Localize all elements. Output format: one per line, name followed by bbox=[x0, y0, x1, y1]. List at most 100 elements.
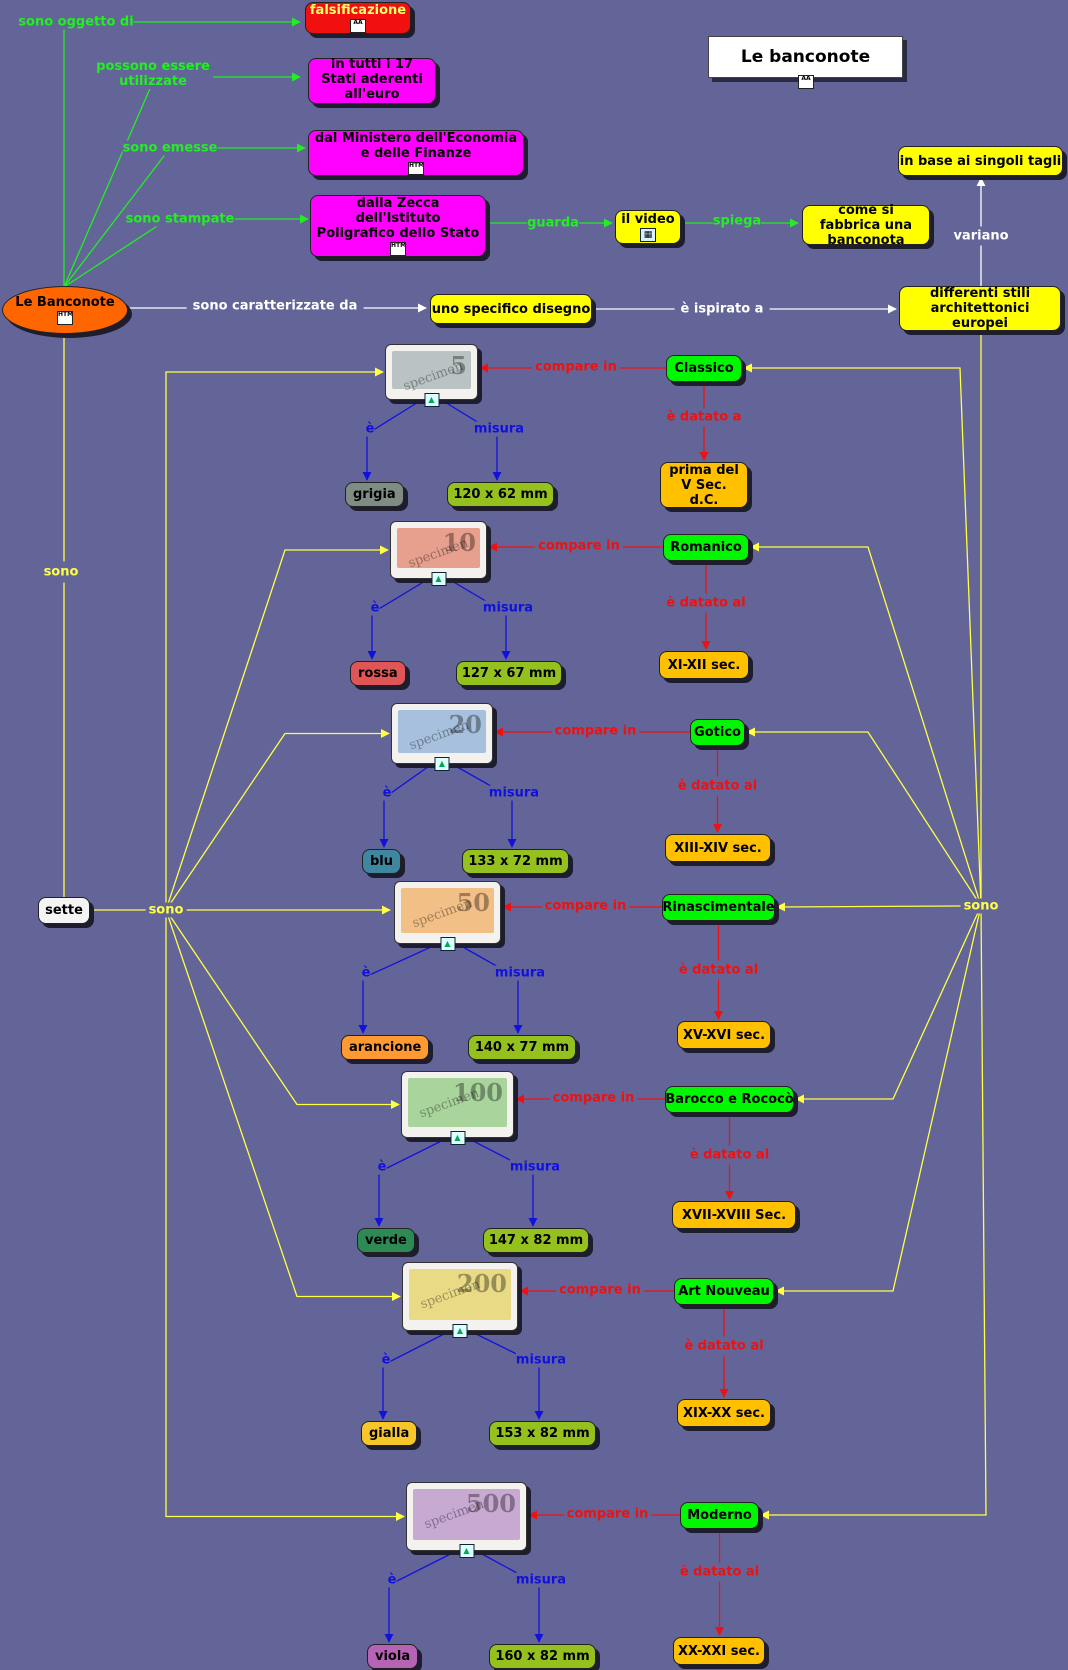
period-node-4[interactable]: XVII-XVIII Sec. bbox=[672, 1201, 796, 1229]
image-icon[interactable] bbox=[424, 393, 439, 407]
size-node-5[interactable]: 153 x 82 mm bbox=[489, 1421, 596, 1446]
zecca-node[interactable]: dalla Zecca dell'Istituto Poligrafico de… bbox=[310, 195, 486, 257]
sono-right-arrow bbox=[775, 905, 982, 1296]
link-label-emesse: sono emesse bbox=[122, 140, 218, 156]
main-concept-node[interactable]: Le Banconote HTML bbox=[2, 286, 128, 334]
link-label-e: è bbox=[377, 1159, 387, 1175]
stati-node[interactable]: in tutti i 17 Stati aderenti all'euro HT… bbox=[308, 57, 436, 105]
stili-node[interactable]: differenti stili architettonici europei bbox=[899, 286, 1061, 331]
style-node-0[interactable]: Classico bbox=[666, 355, 742, 382]
size-node-3[interactable]: 140 x 77 mm bbox=[468, 1035, 576, 1060]
period-label: prima del V Sec. d.C. bbox=[669, 462, 739, 508]
size-node-2[interactable]: 133 x 72 mm bbox=[462, 849, 569, 874]
tagli-node[interactable]: in base ai singoli tagli bbox=[898, 146, 1063, 176]
link-label-misura: misura bbox=[494, 965, 546, 981]
video-node[interactable]: il video bbox=[615, 210, 681, 244]
colour-arrow bbox=[384, 1550, 457, 1643]
banknote-value: 10 bbox=[442, 528, 476, 557]
image-icon[interactable] bbox=[431, 572, 446, 586]
link-label-variano: variano bbox=[949, 226, 1013, 246]
style-node-1[interactable]: Romanico bbox=[663, 534, 749, 561]
size-arrow bbox=[476, 1550, 544, 1643]
style-node-5[interactable]: Art Nouveau bbox=[674, 1278, 774, 1305]
style-node-6[interactable]: Moderno bbox=[680, 1502, 759, 1529]
size-node-1[interactable]: 127 x 67 mm bbox=[456, 661, 562, 686]
fabbrica-node[interactable]: come si fabbrica una banconota bbox=[802, 203, 930, 248]
size-node-4[interactable]: 147 x 82 mm bbox=[483, 1228, 589, 1253]
sette-node[interactable]: sette bbox=[38, 897, 90, 924]
link-label-e: è bbox=[370, 600, 380, 616]
html-icon[interactable]: HTML bbox=[364, 103, 380, 105]
size-label: 133 x 72 mm bbox=[468, 854, 563, 869]
ministero-node[interactable]: dal Ministero dell'Economia e delle Fina… bbox=[308, 130, 524, 176]
disegno-node[interactable]: uno specifico disegno bbox=[430, 294, 592, 324]
size-arrow bbox=[457, 943, 523, 1034]
style-label: Classico bbox=[674, 361, 734, 376]
link-label-compare: compare in bbox=[556, 1282, 644, 1298]
link-label-dated: è datato al bbox=[675, 776, 760, 796]
html-icon[interactable]: HTML bbox=[408, 162, 424, 175]
link-label-e: è bbox=[361, 965, 371, 981]
link-label-e: è bbox=[382, 785, 392, 801]
size-label: 120 x 62 mm bbox=[453, 487, 548, 502]
period-node-6[interactable]: XX-XXI sec. bbox=[673, 1637, 765, 1665]
sound-icon[interactable]: AA bbox=[350, 19, 366, 33]
colour-node-5[interactable]: gialla bbox=[361, 1421, 418, 1446]
image-icon[interactable] bbox=[459, 1544, 474, 1558]
link-label-dated: è datato al bbox=[682, 1336, 766, 1356]
period-node-2[interactable]: XIII-XIV sec. bbox=[665, 834, 771, 862]
link-label-misura: misura bbox=[515, 1352, 567, 1368]
banknote-print bbox=[409, 1269, 511, 1320]
banknote-value: 5 bbox=[450, 351, 467, 380]
link-label-spiega: spiega bbox=[712, 213, 762, 229]
link-label-utilizzate: possono essere utilizzate bbox=[93, 59, 213, 89]
period-node-1[interactable]: XI-XII sec. bbox=[659, 651, 749, 679]
link-label-compare: compare in bbox=[535, 538, 623, 554]
colour-node-4[interactable]: verde bbox=[357, 1228, 415, 1253]
colour-node-0[interactable]: grigia bbox=[345, 482, 404, 507]
html-icon[interactable]: HTML bbox=[57, 311, 73, 325]
style-node-4[interactable]: Barocco e Rococò bbox=[665, 1086, 794, 1113]
falsificazione-node[interactable]: falsificazione AA bbox=[305, 2, 411, 34]
period-label: XIX-XX sec. bbox=[683, 1405, 765, 1421]
link-label-oggetto: sono oggetto di bbox=[18, 14, 134, 30]
banknote-print bbox=[392, 351, 471, 389]
image-icon[interactable] bbox=[452, 1324, 468, 1338]
image-icon[interactable] bbox=[440, 937, 455, 951]
colour-node-2[interactable]: blu bbox=[362, 849, 402, 874]
sono-right-arrow bbox=[776, 902, 962, 912]
style-node-3[interactable]: Rinascimentale bbox=[662, 894, 775, 921]
period-node-5[interactable]: XIX-XX sec. bbox=[677, 1399, 771, 1427]
colour-label: grigia bbox=[353, 487, 396, 502]
style-label: Gotico bbox=[694, 725, 741, 740]
sono-left-arrow bbox=[165, 367, 384, 910]
sound-icon[interactable]: AA bbox=[798, 75, 814, 89]
html-icon[interactable]: HTML bbox=[390, 242, 406, 256]
size-node-0[interactable]: 120 x 62 mm bbox=[447, 482, 554, 507]
colour-node-6[interactable]: viola bbox=[367, 1644, 419, 1669]
colour-node-1[interactable]: rossa bbox=[350, 661, 406, 686]
banknote-value: 500 bbox=[465, 1489, 516, 1518]
image-icon[interactable] bbox=[450, 1131, 465, 1145]
link-label-sono-main: sono bbox=[41, 561, 81, 583]
film-icon[interactable] bbox=[640, 228, 656, 242]
period-label: XI-XII sec. bbox=[667, 657, 741, 673]
sono-right-arrow bbox=[795, 905, 982, 1104]
style-node-2[interactable]: Gotico bbox=[690, 719, 745, 746]
colour-node-3[interactable]: arancione bbox=[341, 1035, 430, 1060]
link-label-misura: misura bbox=[515, 1572, 567, 1588]
period-node-3[interactable]: XV-XVI sec. bbox=[677, 1021, 771, 1049]
period-node-0[interactable]: prima del V Sec. d.C. bbox=[660, 462, 748, 508]
image-icon[interactable] bbox=[434, 757, 450, 771]
size-node-6[interactable]: 160 x 82 mm bbox=[489, 1644, 596, 1669]
